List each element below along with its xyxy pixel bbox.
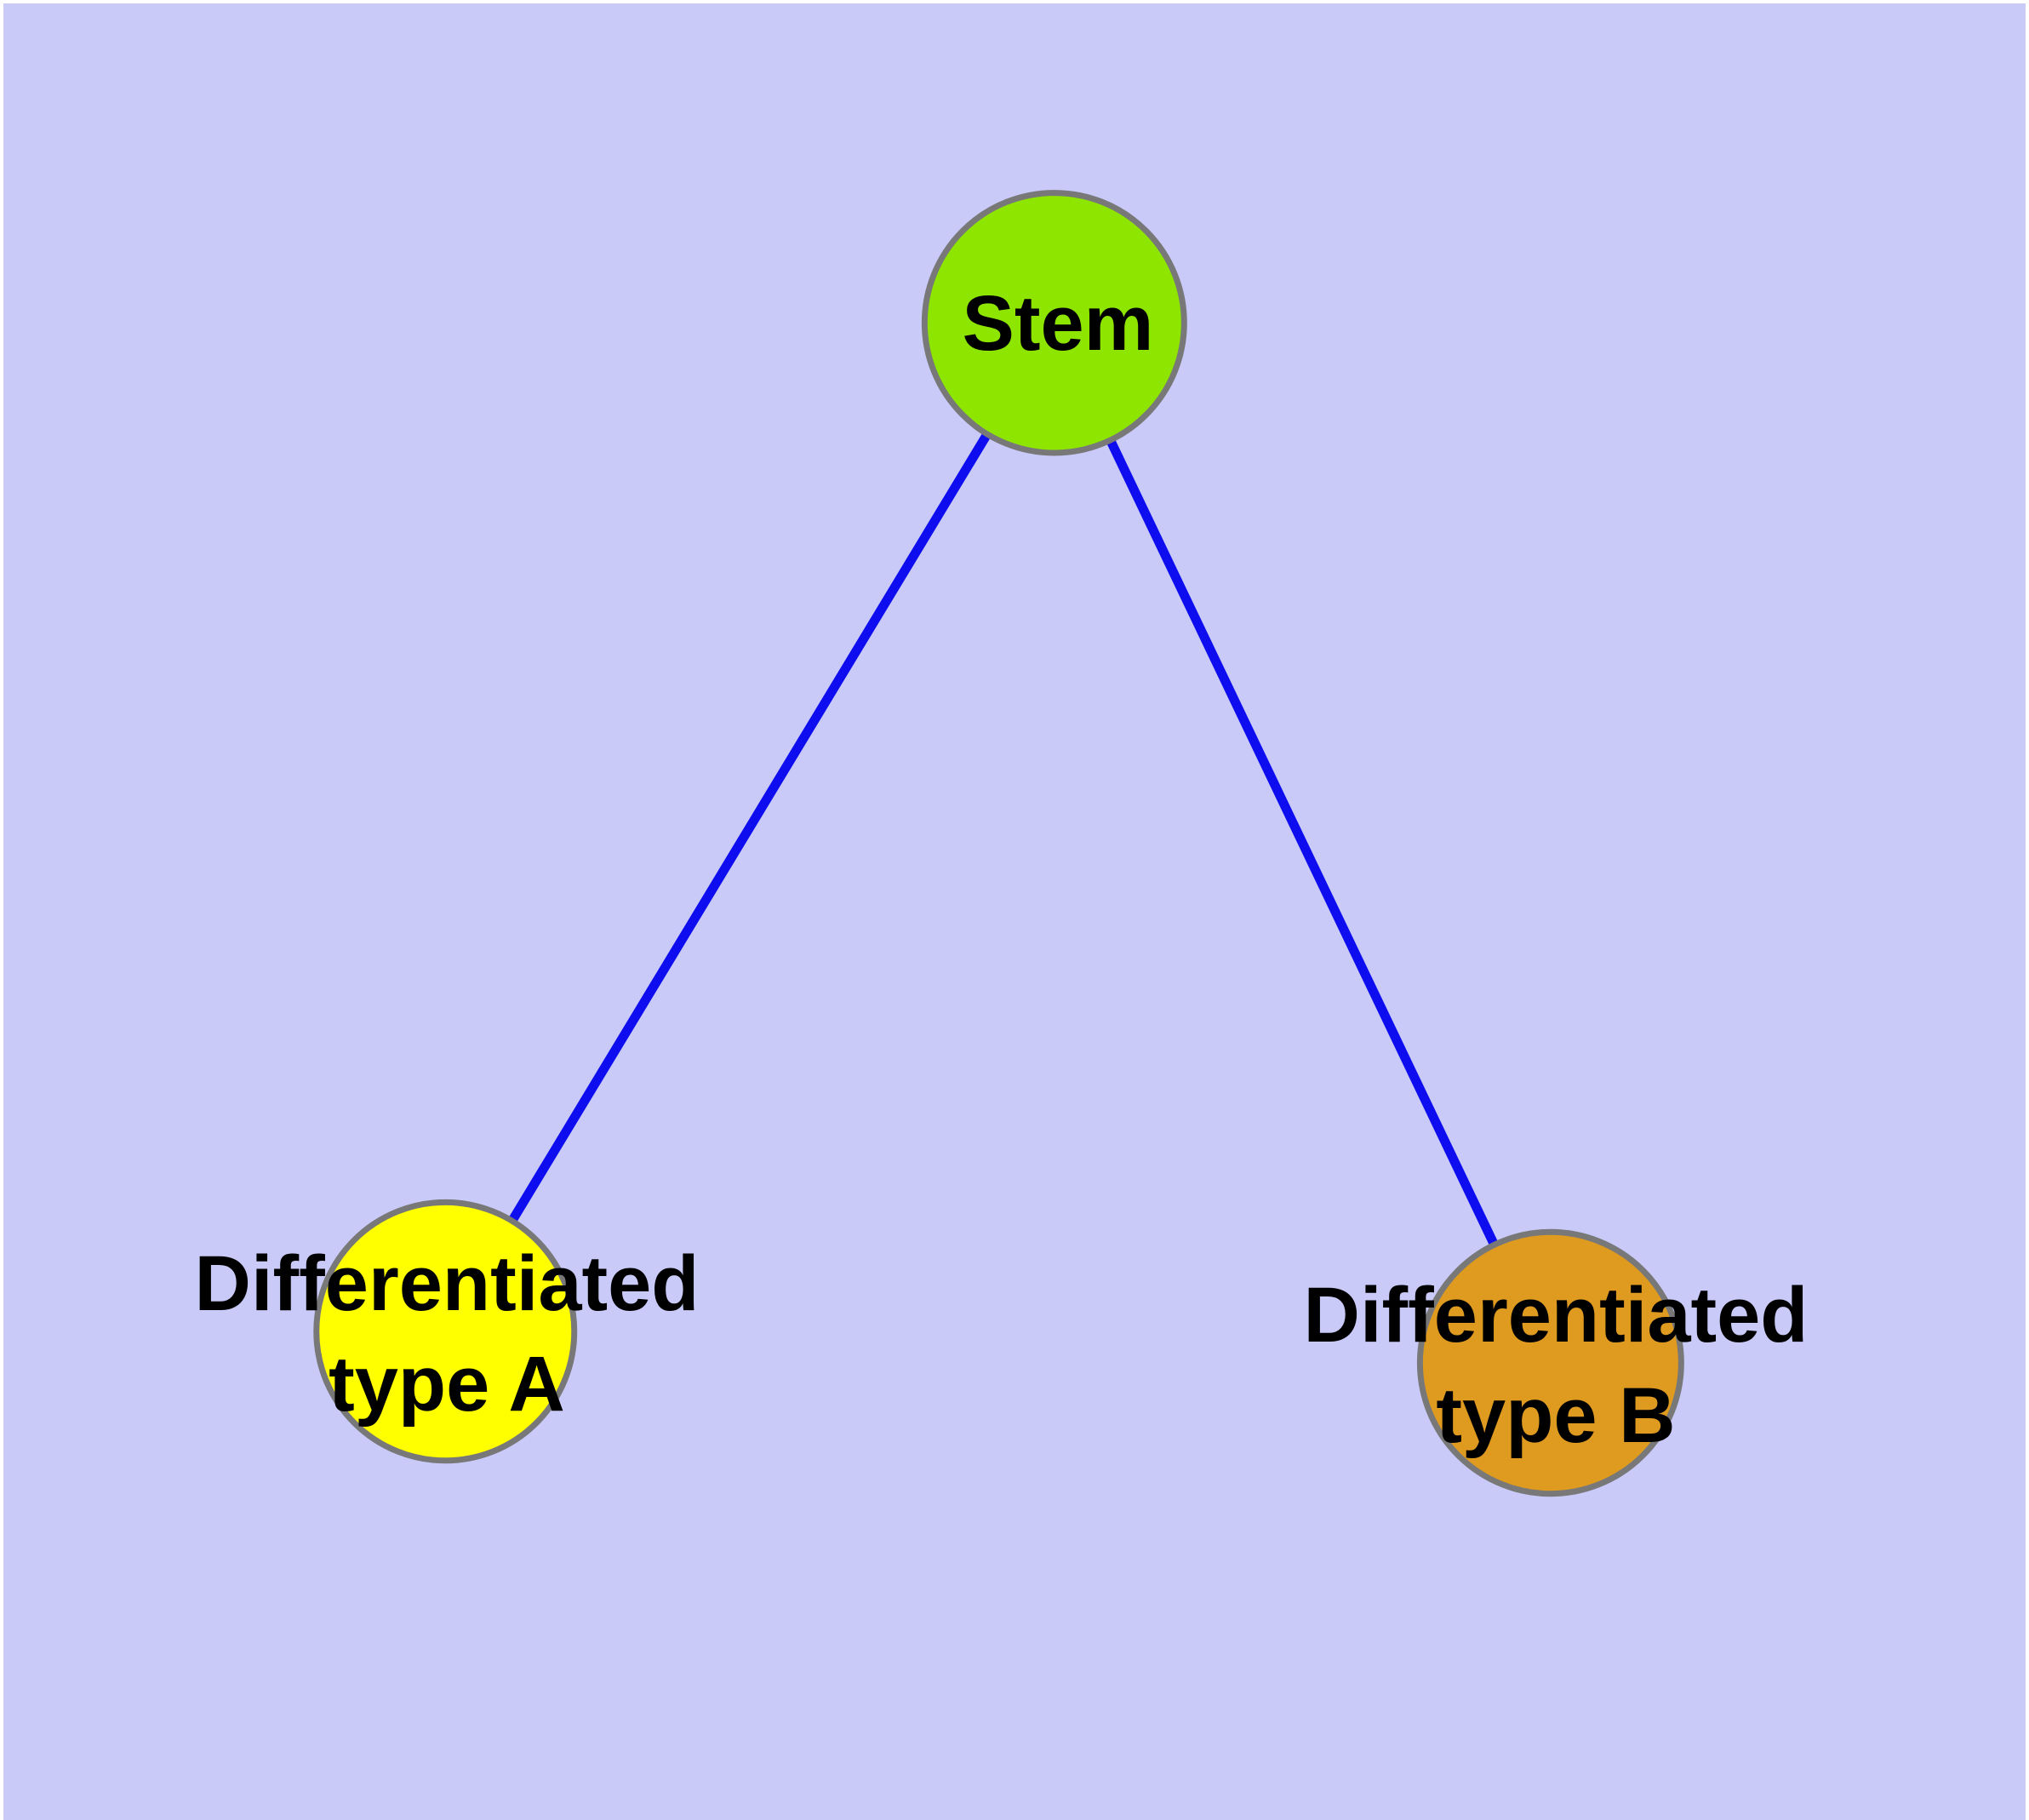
node-type-b xyxy=(1416,1228,1684,1497)
node-stem xyxy=(921,190,1187,456)
graph-svg xyxy=(313,190,1684,1497)
edge-stem-type-a xyxy=(441,320,1059,1334)
edge-stem-type-b xyxy=(1049,320,1555,1365)
node-type-a xyxy=(313,1199,578,1464)
